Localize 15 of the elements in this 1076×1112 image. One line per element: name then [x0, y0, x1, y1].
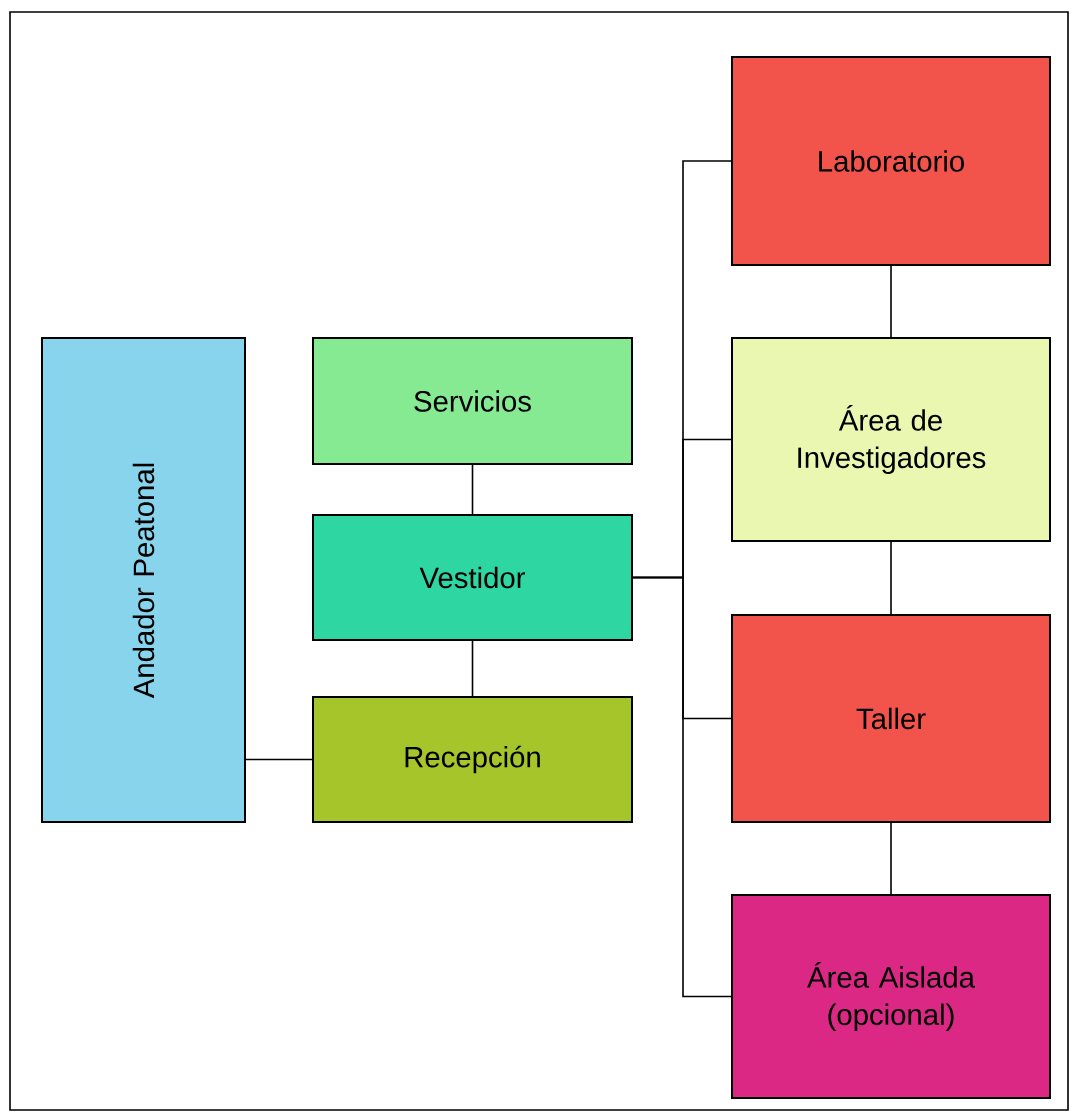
connector-line	[632, 576, 732, 998]
connector-line	[890, 822, 892, 895]
room-box: Área Aislada (opcional)	[731, 894, 1051, 1099]
connector-line	[471, 464, 474, 515]
room-box: Área de Investigadores	[731, 337, 1051, 542]
connector-line	[245, 758, 313, 761]
room-box: Servicios	[312, 337, 633, 465]
connector-line	[890, 265, 892, 338]
room-box: Taller	[731, 614, 1051, 823]
connector-line	[471, 640, 474, 697]
room-box: Recepción	[312, 696, 633, 823]
room-box: Laboratorio	[731, 56, 1051, 266]
pathway-band: Andador Peatonal	[41, 337, 246, 823]
connector-line	[890, 541, 892, 615]
room-box: Vestidor	[312, 514, 633, 641]
